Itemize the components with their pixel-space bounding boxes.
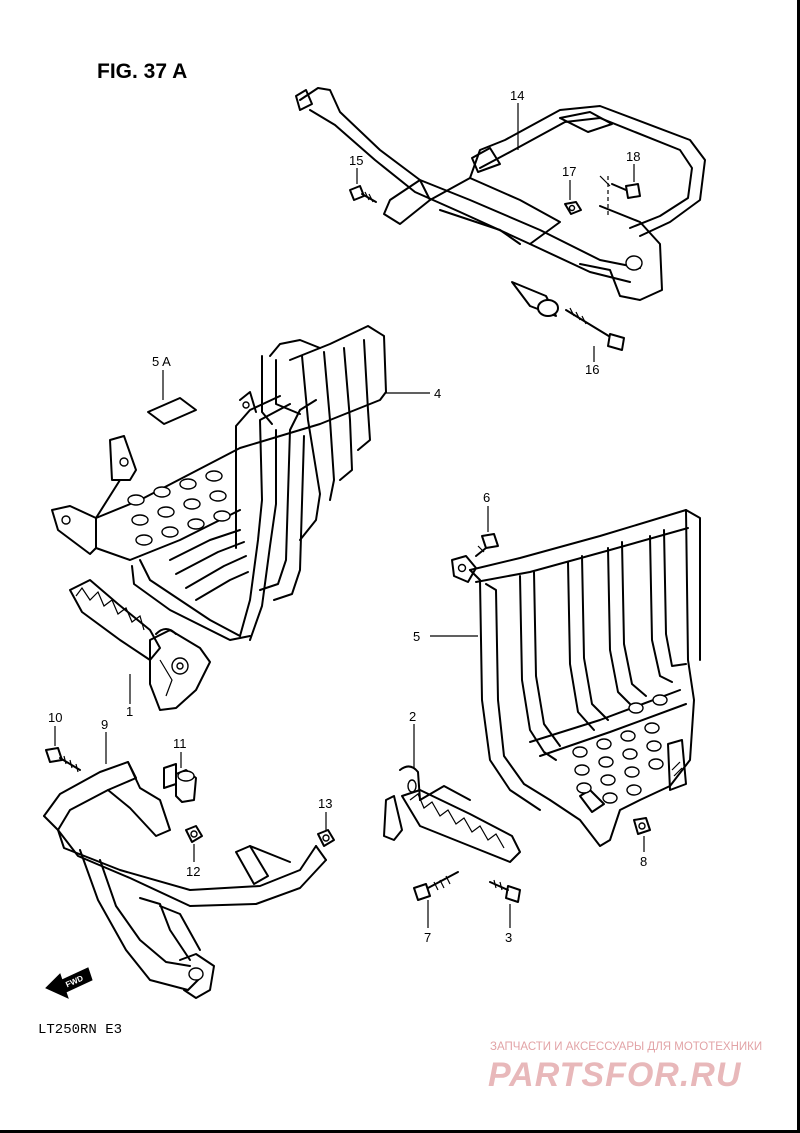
part-4-left-footrest-guard <box>51 325 387 641</box>
part-16-long-bolt <box>565 307 625 351</box>
part-15-bolt <box>349 185 377 203</box>
callout-5: 5 <box>413 629 420 644</box>
callout-5a: 5 A <box>152 354 171 369</box>
part-7-bolt <box>413 871 459 901</box>
part-5-right-footrest-guard <box>451 509 701 847</box>
model-code: LT250RN E3 <box>38 1022 122 1038</box>
part-1-left-footpeg <box>69 579 211 711</box>
callout-4: 4 <box>434 386 441 401</box>
part-17-nut <box>564 201 582 215</box>
part-5a-label <box>147 397 197 425</box>
figure-title: FIG. 37 A <box>97 60 187 83</box>
callout-6: 6 <box>483 490 490 505</box>
callout-12: 12 <box>186 864 200 879</box>
callout-3: 3 <box>505 930 512 945</box>
callout-1: 1 <box>126 704 133 719</box>
callout-14: 14 <box>510 88 524 103</box>
part-10-bolt <box>45 747 81 773</box>
callout-8: 8 <box>640 854 647 869</box>
callout-11: 11 <box>173 736 187 751</box>
part-8-nut <box>633 817 651 835</box>
part-13-nut <box>317 829 335 847</box>
callout-7: 7 <box>424 930 431 945</box>
callout-15: 15 <box>349 153 363 168</box>
watermark: ЗАПЧАСТИ И АКСЕССУАРЫ ДЛЯ МОТОТЕХНИКИ PA… <box>488 1041 762 1094</box>
callout-17: 17 <box>562 164 576 179</box>
part-14-frame-bracket <box>295 87 706 317</box>
callout-2: 2 <box>409 709 416 724</box>
watermark-tagline: ЗАПЧАСТИ И АКСЕССУАРЫ ДЛЯ МОТОТЕХНИКИ <box>490 1041 762 1053</box>
part-12-nut <box>185 825 203 843</box>
watermark-logo: PARTSFOR.RU <box>488 1056 742 1094</box>
part-2-right-footpeg <box>383 765 521 863</box>
callout-13: 13 <box>318 796 332 811</box>
forward-arrow-icon: FWD <box>45 967 93 999</box>
part-9-footrest-pipe <box>43 761 327 999</box>
callout-10: 10 <box>48 710 62 725</box>
part-6-bolt <box>475 533 499 557</box>
callout-16: 16 <box>585 362 599 377</box>
part-3-bolt <box>489 879 521 903</box>
callout-9: 9 <box>101 717 108 732</box>
part-18-bolt <box>607 176 641 216</box>
callout-18: 18 <box>626 149 640 164</box>
part-11-collar <box>163 763 197 803</box>
